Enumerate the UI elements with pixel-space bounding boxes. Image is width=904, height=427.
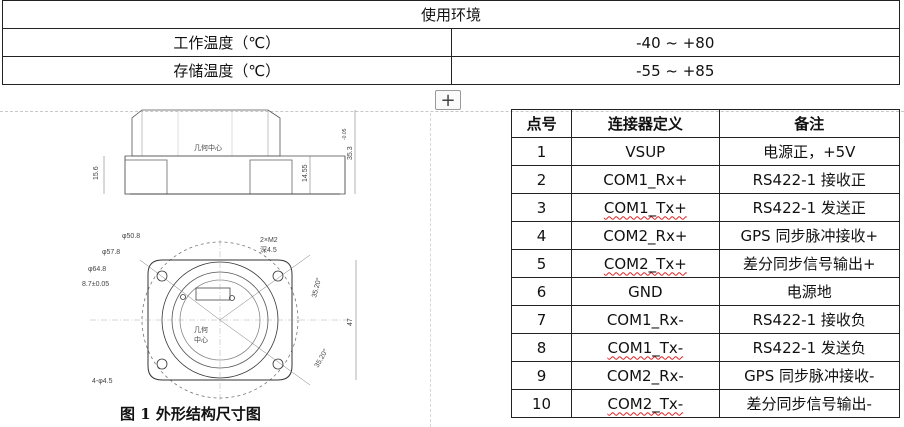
env-label-storage-temp: 存储温度（℃） (2, 56, 452, 85)
dim-phi-50-8: φ50.8 (122, 233, 140, 240)
dim-holes: 4-φ4.5 (92, 378, 113, 385)
pin-note: RS422-1 接收正 (718, 165, 901, 194)
pin-definition: VSUP (571, 137, 720, 166)
pin-note: RS422-1 发送正 (718, 193, 901, 222)
pin-number: 9 (510, 361, 573, 390)
top-center-label-2: 中心 (194, 335, 208, 344)
pin-note: 差分同步信号输出- (718, 389, 901, 418)
pin-definition: COM1_Tx+ (571, 193, 720, 222)
outline-dimension-drawing: 几何中心 15.6 14.55 35.3 -0.05 几何 中 (82, 109, 357, 400)
env-table-row: 存储温度（℃） -55 ~ +85 (2, 56, 900, 85)
pin-definition: COM2_Tx+ (571, 249, 720, 278)
dim-width: 47 (347, 318, 354, 326)
plus-icon: + (440, 89, 456, 111)
pin-table-header: 点号 连接器定义 备注 (510, 109, 901, 138)
header-note: 备注 (718, 109, 901, 138)
dim-inner-height: 14.55 (302, 164, 309, 182)
section-divider (0, 111, 904, 112)
pin-definition: COM2_Rx- (571, 361, 720, 390)
figure-caption: 图 1 外形结构尺寸图 (120, 405, 261, 423)
table-row: 9 COM2_Rx- GPS 同步脉冲接收- (510, 361, 901, 390)
pin-number: 4 (510, 221, 573, 250)
pin-number: 7 (510, 305, 573, 334)
pin-number: 8 (510, 333, 573, 362)
pin-note: RS422-1 接收负 (718, 305, 901, 334)
dim-angle-1: 35.20° (310, 277, 323, 299)
pin-number: 2 (510, 165, 573, 194)
dim-angle-2: 35.20° (313, 347, 330, 369)
header-definition: 连接器定义 (571, 109, 720, 138)
dim-screw: 2×M2 (260, 237, 278, 244)
env-table-header-row: 使用环境 (2, 0, 900, 29)
table-row: 3 COM1_Tx+ RS422-1 发送正 (510, 193, 901, 222)
pin-number: 10 (510, 389, 573, 418)
pin-note: RS422-1 发送负 (718, 333, 901, 362)
table-row: 1 VSUP 电源正，+5V (510, 137, 901, 166)
pin-number: 6 (510, 277, 573, 306)
env-table-title: 使用环境 (2, 0, 900, 29)
pin-note: GPS 同步脉冲接收- (718, 361, 901, 390)
pin-note: 差分同步信号输出+ (718, 249, 901, 278)
column-divider (430, 113, 431, 427)
table-row: 8 COM1_Tx- RS422-1 发送负 (510, 333, 901, 362)
side-view: 几何中心 15.6 14.55 35.3 -0.05 (93, 109, 356, 195)
side-center-label: 几何中心 (194, 143, 222, 152)
dim-left-height: 15.6 (93, 166, 100, 180)
dim-total-height: 35.3 (347, 146, 354, 160)
env-value-operating-temp: -40 ~ +80 (450, 28, 900, 57)
table-row: 7 COM1_Rx- RS422-1 接收负 (510, 305, 901, 334)
env-label-operating-temp: 工作温度（℃） (2, 28, 452, 57)
table-row: 10 COM2_Tx- 差分同步信号输出- (510, 389, 901, 418)
pin-note: 电源正，+5V (718, 137, 901, 166)
pin-note: 电源地 (718, 277, 901, 306)
pin-number: 3 (510, 193, 573, 222)
pin-number: 5 (510, 249, 573, 278)
pin-definition: GND (571, 277, 720, 306)
table-row: 5 COM2_Tx+ 差分同步信号输出+ (510, 249, 901, 278)
dim-total-tol: -0.05 (342, 128, 348, 140)
pin-note: GPS 同步脉冲接收+ (718, 221, 901, 250)
pin-number: 1 (510, 137, 573, 166)
table-row: 2 COM1_Rx+ RS422-1 接收正 (510, 165, 901, 194)
pin-definition: COM2_Rx+ (571, 221, 720, 250)
pin-definition-table: 点号 连接器定义 备注 1 VSUP 电源正，+5V 2 COM1_Rx+ RS… (510, 109, 901, 418)
pin-definition: COM1_Rx+ (571, 165, 720, 194)
header-pin: 点号 (510, 109, 573, 138)
add-row-button[interactable]: + (435, 89, 461, 111)
pin-definition: COM1_Rx- (571, 305, 720, 334)
dim-phi-57-8: φ57.8 (102, 249, 120, 256)
table-row: 6 GND 电源地 (510, 277, 901, 306)
dim-screw-depth: 深4.5 (260, 245, 277, 254)
top-view: 几何 中心 φ50.8 φ57.8 φ64.8 8.7±0.05 2×M2 深4… (82, 233, 357, 400)
dim-offset: 8.7±0.05 (82, 281, 109, 288)
top-center-label-1: 几何 (194, 325, 208, 334)
environment-table: 使用环境 工作温度（℃） -40 ~ +80 存储温度（℃） -55 ~ +85 (2, 0, 900, 85)
pin-definition: COM2_Tx- (571, 389, 720, 418)
table-row: 4 COM2_Rx+ GPS 同步脉冲接收+ (510, 221, 901, 250)
env-table-row: 工作温度（℃） -40 ~ +80 (2, 28, 900, 57)
dim-phi-64-8: φ64.8 (88, 266, 106, 273)
pin-definition: COM1_Tx- (571, 333, 720, 362)
env-value-storage-temp: -55 ~ +85 (450, 56, 900, 85)
